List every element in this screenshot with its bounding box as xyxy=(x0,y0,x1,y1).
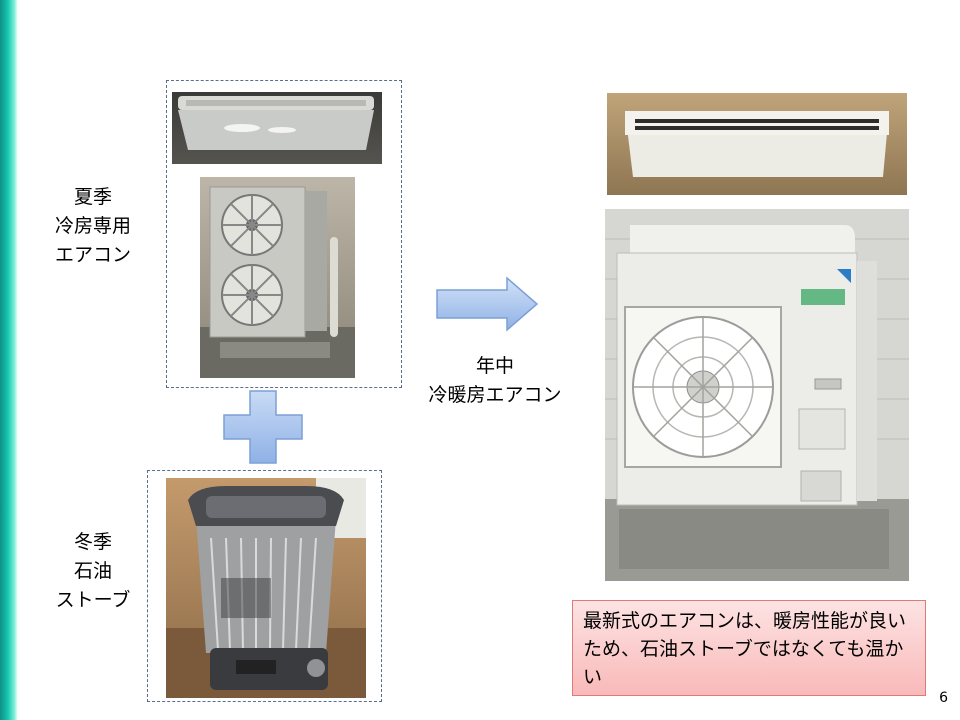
page-number: 6 xyxy=(939,690,948,706)
heating-performance-note: 最新式のエアコンは、暖房性能が良いため、石油ストーブではなくても温かい xyxy=(572,600,926,696)
yearround-label-line2: 冷暖房エアコン xyxy=(428,384,562,406)
winter-group-box xyxy=(147,470,382,702)
winter-label-line3: ストーブ xyxy=(55,589,131,611)
old-outdoor-unit-photo xyxy=(200,177,355,378)
winter-label-line1: 冬季 xyxy=(73,531,112,553)
summer-group-box xyxy=(166,80,402,388)
winter-stove-label: 冬季 石油 ストーブ xyxy=(38,528,148,615)
winter-label-line2: 石油 xyxy=(73,560,112,582)
old-ceiling-ac-photo xyxy=(172,92,382,164)
plus-icon xyxy=(223,390,303,464)
yearround-ac-label: 年中 冷暖房エアコン xyxy=(410,352,580,410)
summer-label-line1: 夏季 xyxy=(73,186,112,208)
kerosene-heater-photo xyxy=(166,478,366,698)
new-ceiling-ac-photo xyxy=(607,93,907,195)
new-outdoor-unit-photo xyxy=(605,209,909,581)
summer-label-line3: エアコン xyxy=(54,244,131,266)
slide-accent-bar xyxy=(0,0,18,720)
yearround-label-line1: 年中 xyxy=(475,355,514,377)
summer-ac-label: 夏季 冷房専用 エアコン xyxy=(38,183,148,270)
right-arrow-icon xyxy=(436,276,539,332)
summer-label-line2: 冷房専用 xyxy=(54,215,131,237)
